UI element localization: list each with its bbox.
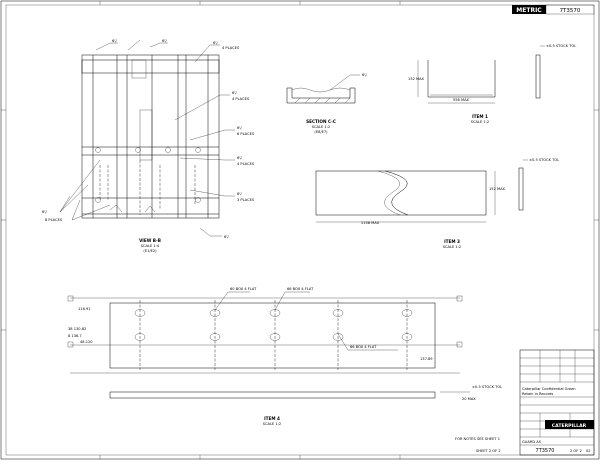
inner-border <box>5 4 595 456</box>
title-rev: 02 <box>586 449 591 453</box>
metric-label: METRIC <box>516 7 542 14</box>
item3-title: ITEM 3 <box>444 239 460 244</box>
places-callout-4: 4 PLACES <box>237 162 255 166</box>
weld-callout-3: 6▽ <box>213 41 218 45</box>
item4-dim-3: 8 136.7 <box>68 334 82 338</box>
section-cc-scale: SCALE 1:2 <box>312 125 330 129</box>
places-callout-2: 4 PLACES <box>232 97 250 101</box>
header-drawing-number: 7T3570 <box>560 8 581 14</box>
item4-thickness: 20 MAX <box>462 397 476 401</box>
weld-callout-6: 6▽ <box>237 156 242 160</box>
item4-dim-4: 48.120 <box>80 340 93 344</box>
item3-scale: SCALE 1:2 <box>443 245 461 249</box>
item1-tol: ±0.5 STOCK TOL <box>546 44 576 48</box>
item1-height: 132 MAX <box>408 77 425 81</box>
item1-length: 556 MAX <box>453 98 470 102</box>
view-bb-ref: (E1/E2) <box>143 249 157 253</box>
sheet-indicator: SHEET 2 OF 2 <box>476 449 501 453</box>
item4-hole-callout-3: 66 BOX 4 FLAT <box>350 345 377 349</box>
title-sheet: 2 OF 2 <box>570 449 582 453</box>
weld-callout-8: 6▽ <box>224 235 229 239</box>
item1-scale: SCALE 1:2 <box>471 120 489 124</box>
places-callout-1: 4 PLACES <box>222 46 240 50</box>
view-bb: 6▽ 6▽ 6▽ 4 PLACES 6▽ 4 PLACES 6▽ 6 PLACE… <box>42 39 255 253</box>
weld-callout-2: 6▽ <box>162 39 167 43</box>
note-reference: FOR NOTES SEE SHEET 1 <box>455 437 500 441</box>
header-block: METRIC 7T3570 <box>512 4 595 15</box>
section-cc-ref: (E8/E7) <box>314 130 328 134</box>
title-part-name: GUARD AS <box>522 440 542 444</box>
title-drawing-number: 7T3570 <box>536 448 555 454</box>
view-bb-scale: SCALE 1:4 <box>141 244 160 248</box>
section-cc: 6▽ SECTION C-C SCALE 1:2 (E8/E7) <box>286 73 367 134</box>
item3-length: 1138 MAX <box>361 221 380 225</box>
title-block: Caterpillar Confidential Green Retain in… <box>519 349 595 456</box>
weld-callout-1: 6▽ <box>112 39 117 43</box>
item3-tol: ±0.5 STOCK TOL <box>529 158 559 162</box>
section-cc-title: SECTION C-C <box>306 119 336 124</box>
section-weld: 6▽ <box>362 73 367 77</box>
item4-hole-callout-1: 60 BOX 4 FLAT <box>230 287 257 291</box>
item-3-view: 152 MAX 1138 MAX ±0.5 STOCK TOL ITEM 3 S… <box>315 158 559 249</box>
weld-callout-4: 6▽ <box>232 91 237 95</box>
weld-callout-7: 6▽ <box>237 192 242 196</box>
places-callout-6: 8 PLACES <box>45 218 63 222</box>
item4-tol: ±0.5 STOCK TOL <box>472 385 502 389</box>
item-4-view: 60 BOX 4 FLAT 66 BOX 4 FLAT 66 BOX 4 FLA… <box>67 287 502 426</box>
item3-height: 152 MAX <box>489 187 506 191</box>
metric-badge <box>512 5 546 14</box>
places-callout-3: 6 PLACES <box>237 132 255 136</box>
places-callout-5: 3 PLACES <box>237 198 255 202</box>
view-bb-title: VIEW B-B <box>139 238 161 243</box>
weld-callout-9: 6▽ <box>42 210 47 214</box>
title-company-1: Caterpillar Confidential Green <box>522 387 576 391</box>
caterpillar-logo: CATERPILLAR <box>552 423 587 429</box>
item4-scale: SCALE 1:2 <box>263 422 281 426</box>
title-company-2: Retain in Records <box>522 392 553 396</box>
item4-title: ITEM 4 <box>264 416 280 421</box>
item4-dim-1: 116.91 <box>78 307 91 311</box>
item4-hole-callout-2: 66 BOX 4 FLAT <box>287 287 314 291</box>
item-1-view: 132 MAX 556 MAX ±0.5 STOCK TOL ITEM 1 SC… <box>408 44 576 124</box>
item4-dim-5: 137.89 <box>420 357 433 361</box>
weld-callout-5: 6▽ <box>237 126 242 130</box>
item4-dim-2: 38 130.82 <box>68 327 86 331</box>
item1-title: ITEM 1 <box>472 114 488 119</box>
